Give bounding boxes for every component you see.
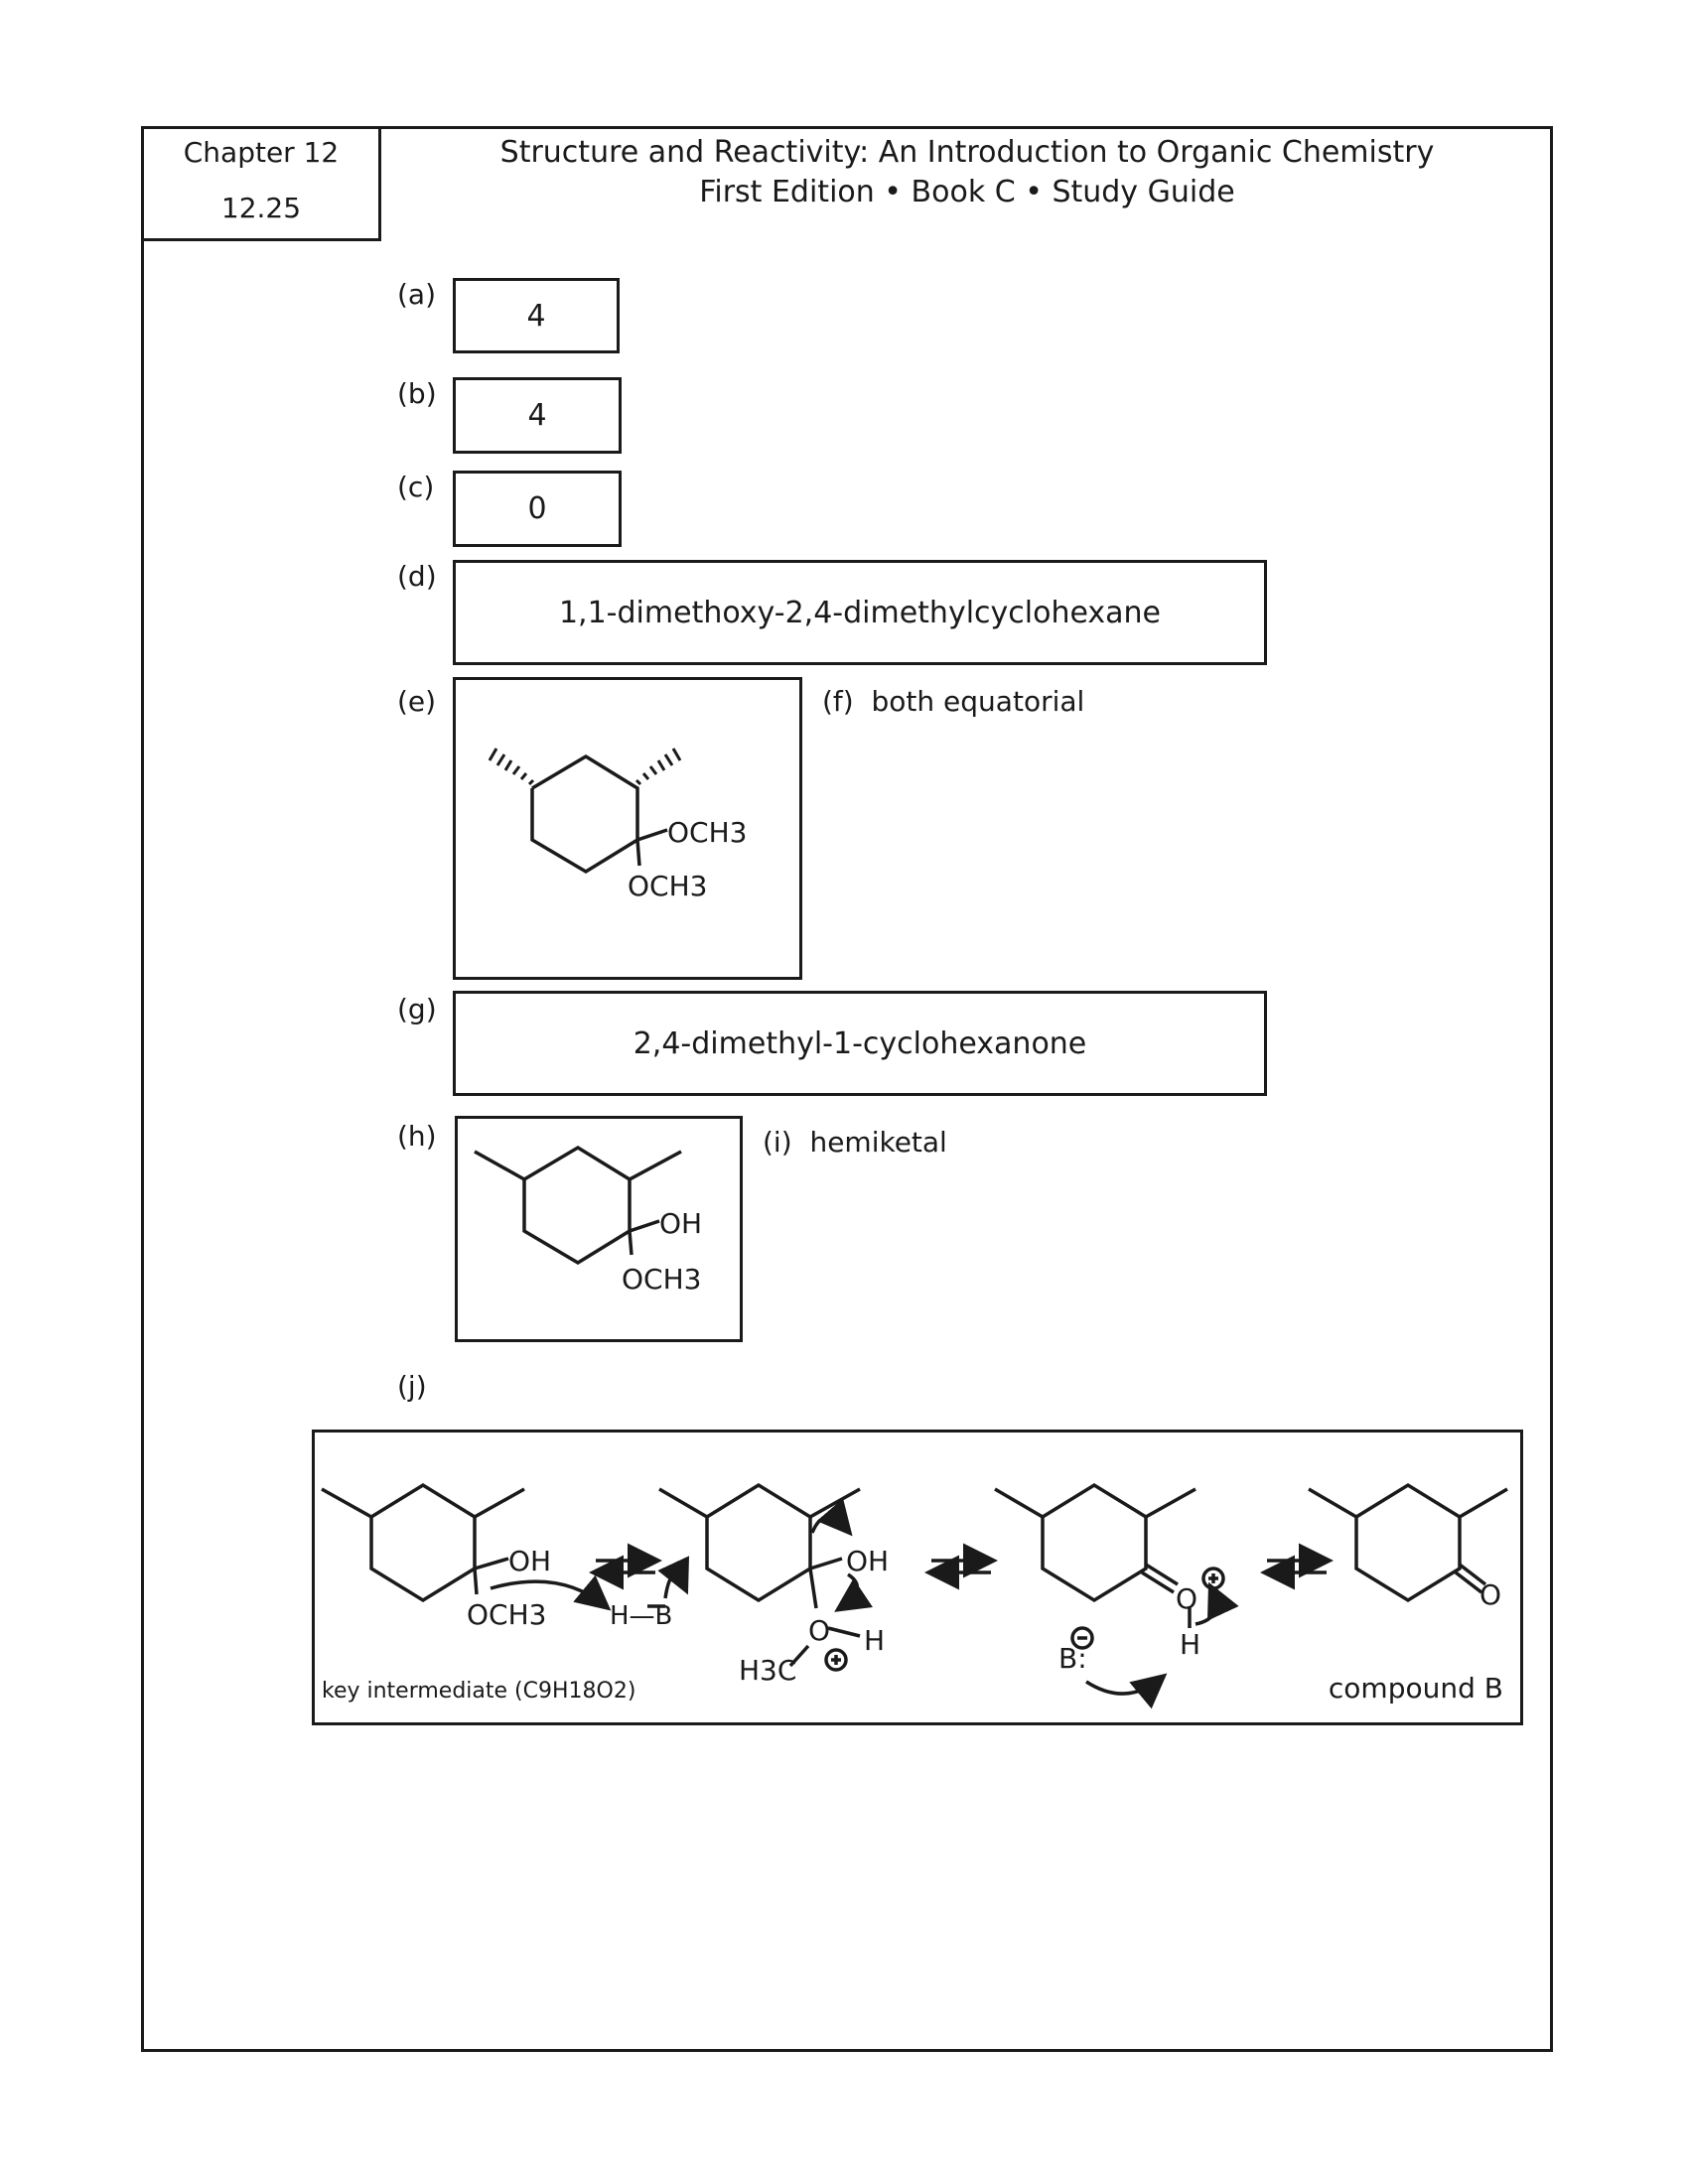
answer-h-box: [455, 1116, 743, 1342]
mechanism-diagram: OH OCH3 H—B OH O H H3C O H B: O key inte…: [321, 1482, 1508, 1709]
answer-g-value: 2,4-dimethyl-1-cyclohexanone: [633, 1025, 1087, 1061]
j-caption-left: key intermediate (C9H18O2): [322, 1679, 635, 1704]
j-och3-1: OCH3: [467, 1598, 546, 1631]
j-h3c: H3C: [739, 1654, 796, 1687]
j-carbonyl-o: O: [1479, 1578, 1501, 1611]
answer-d-box: 1,1-dimethoxy-2,4-dimethylcyclohexane: [453, 560, 1267, 665]
answer-b-value: 4: [527, 398, 547, 433]
answer-c-box: 0: [453, 471, 622, 547]
j-oh-2: OH: [846, 1545, 889, 1577]
mechanism-box: [312, 1430, 1523, 1725]
chapter-label: Chapter 12: [183, 136, 340, 169]
label-b: (b): [397, 377, 437, 410]
answer-i-value: hemiketal: [809, 1126, 947, 1159]
answer-c-value: 0: [527, 491, 547, 526]
problem-number: 12.25: [220, 192, 302, 224]
label-e: (e): [397, 685, 437, 718]
label-j: (j): [397, 1370, 427, 1403]
answer-a-value: 4: [526, 298, 546, 334]
j-o-3: O: [1176, 1582, 1197, 1615]
j-b: B:: [1058, 1642, 1087, 1675]
h-sub1: OH: [659, 1207, 702, 1240]
j-h-3: H: [1180, 1628, 1200, 1661]
chapter-box: Chapter 12 12.25: [141, 126, 381, 241]
answer-e-box: [453, 677, 802, 980]
structure-h: OH OCH3: [474, 1145, 702, 1296]
book-title: Structure and Reactivity: An Introductio…: [499, 135, 1435, 170]
answer-f: (f) both equatorial: [822, 685, 1084, 718]
h-sub2: OCH3: [622, 1263, 701, 1296]
book-edition: First Edition • Book C • Study Guide: [699, 175, 1235, 209]
e-sub2: OCH3: [628, 870, 707, 902]
answer-b-box: 4: [453, 377, 622, 454]
answer-f-value: both equatorial: [871, 685, 1085, 718]
label-g: (g): [397, 993, 437, 1025]
label-c: (c): [397, 471, 435, 503]
page-frame: [141, 126, 1553, 2052]
j-hb: H—B: [610, 1601, 672, 1631]
j-h-2: H: [864, 1624, 885, 1657]
answer-i: (i) hemiketal: [763, 1126, 947, 1159]
label-i: (i): [763, 1126, 792, 1159]
structure-e: OCH3 OCH3: [488, 748, 747, 902]
answer-d-value: 1,1-dimethoxy-2,4-dimethylcyclohexane: [558, 595, 1162, 630]
label-f: (f): [822, 685, 854, 718]
j-oh-1: OH: [508, 1545, 551, 1577]
answer-a-box: 4: [453, 278, 620, 353]
answer-g-box: 2,4-dimethyl-1-cyclohexanone: [453, 991, 1267, 1096]
label-a: (a): [397, 278, 437, 311]
j-caption-right: compound B: [1329, 1672, 1503, 1705]
label-h: (h): [397, 1120, 437, 1153]
e-sub1: OCH3: [667, 816, 747, 849]
label-d: (d): [397, 560, 437, 593]
j-o-2: O: [808, 1614, 830, 1647]
